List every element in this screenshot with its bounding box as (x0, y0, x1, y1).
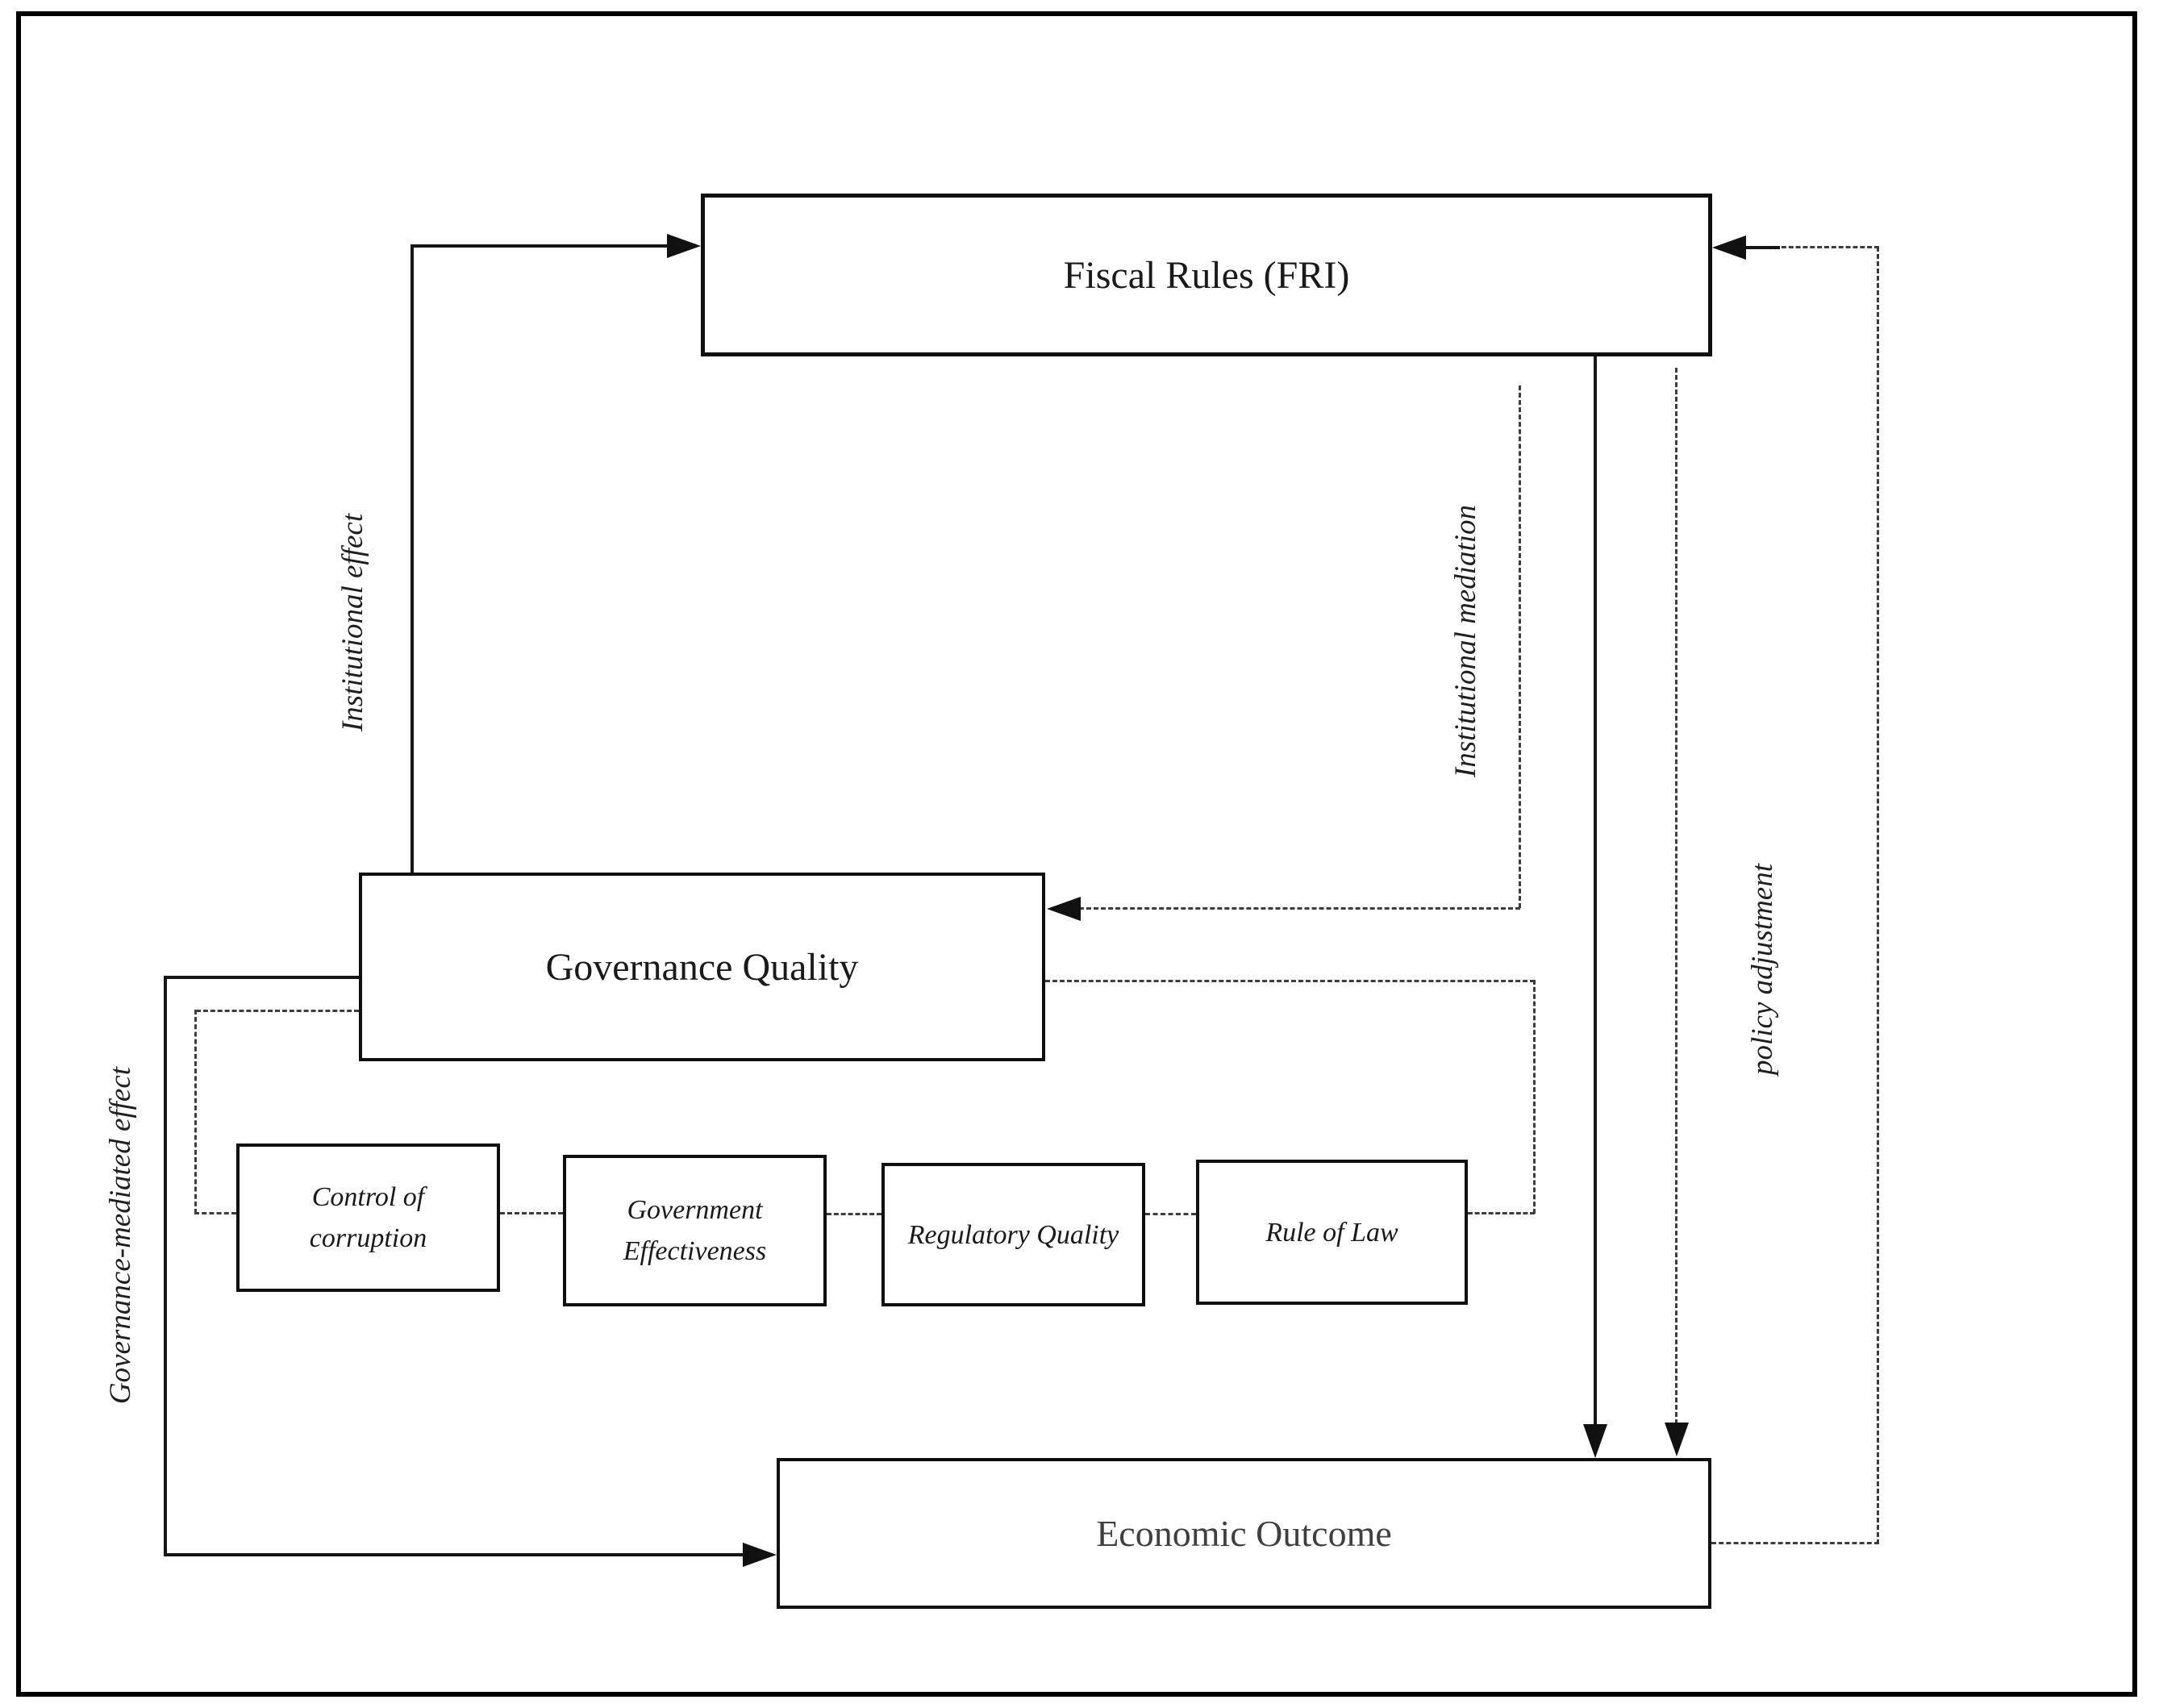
node-economic-outcome: Economic Outcome (777, 1458, 1711, 1609)
edge-label-governance-mediated-effect: Governance-mediated effect (104, 1066, 137, 1405)
node-fiscal-rules-label: Fiscal Rules (FRI) (1063, 253, 1350, 297)
fiscal-to-economic-dashed-line (1675, 368, 1677, 1424)
arrowhead-into-fiscal-rules-left (667, 234, 701, 258)
node-governance-quality-label: Governance Quality (545, 945, 859, 989)
node-government-effectiveness-label: Government Effectiveness (623, 1195, 767, 1266)
connector-effectiveness-regulatory (827, 1213, 881, 1215)
outer-border (16, 11, 2137, 1697)
governance-mediated-line-vertical (164, 976, 167, 1556)
policy-adjustment-line-top-solid (1744, 246, 1780, 249)
components-link-right-horizontal (1045, 980, 1535, 982)
node-rule-of-law: Rule of Law (1196, 1160, 1468, 1305)
node-control-of-corruption-label: Control of corruption (309, 1182, 427, 1253)
node-fiscal-rules: Fiscal Rules (FRI) (701, 194, 1712, 356)
components-link-right-vertical (1533, 980, 1536, 1214)
governance-mediated-line-top (164, 976, 359, 979)
connector-regulatory-ruleoflaw (1145, 1213, 1196, 1215)
node-control-of-corruption: Control of corruption (236, 1144, 500, 1292)
edge-label-policy-adjustment: policy adjustment (1746, 863, 1779, 1076)
institutional-mediation-line-vertical (1519, 385, 1521, 908)
arrowhead-into-economic-outcome-solid (1583, 1424, 1607, 1458)
institutional-effect-line-vertical (411, 244, 414, 874)
edge-label-institutional-effect: Institutional effect (336, 513, 369, 732)
policy-adjustment-line-vertical (1877, 247, 1879, 1544)
institutional-effect-line-horizontal (411, 244, 669, 248)
node-regulatory-quality-label: Regulatory Quality (907, 1219, 1119, 1250)
node-governance-quality: Governance Quality (359, 873, 1045, 1061)
arrowhead-into-economic-outcome-left (743, 1543, 777, 1567)
arrowhead-into-fiscal-rules-right (1712, 235, 1746, 260)
components-link-into-control-of-corruption (194, 1212, 236, 1214)
policy-adjustment-line-top-dashed (1774, 246, 1879, 248)
institutional-mediation-line-horizontal (1079, 907, 1520, 910)
components-link-left-horizontal (196, 1010, 359, 1012)
node-government-effectiveness: Government Effectiveness (563, 1155, 827, 1306)
components-link-left-vertical (194, 1010, 197, 1214)
arrowhead-into-economic-outcome-dashed (1665, 1423, 1689, 1456)
policy-adjustment-line-bottom (1711, 1542, 1879, 1544)
node-economic-outcome-label: Economic Outcome (1096, 1513, 1392, 1554)
arrowhead-into-governance-quality-right (1047, 897, 1081, 921)
governance-mediated-line-bottom (164, 1553, 744, 1556)
fiscal-to-economic-solid-line (1594, 356, 1597, 1429)
node-regulatory-quality: Regulatory Quality (881, 1163, 1145, 1306)
components-link-into-rule-of-law (1468, 1212, 1535, 1214)
connector-corruption-effectiveness (500, 1212, 563, 1214)
edge-label-institutional-mediation: Institutional mediation (1449, 504, 1482, 778)
node-rule-of-law-label: Rule of Law (1265, 1217, 1398, 1248)
